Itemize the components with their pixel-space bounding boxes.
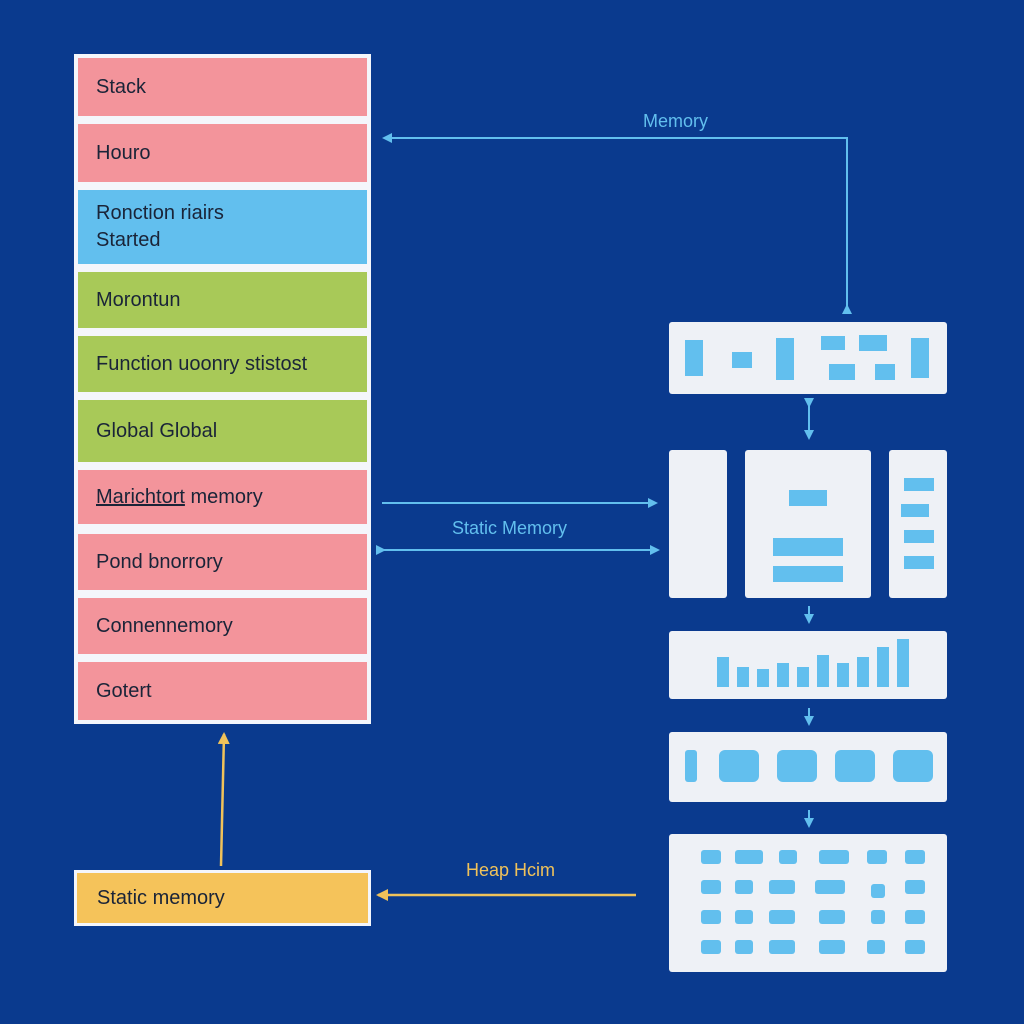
- stack-segment: Stack: [78, 58, 367, 116]
- heap-cell: [819, 850, 849, 864]
- segment-label: Houro: [96, 141, 151, 164]
- static-to-stack-connector: [217, 732, 230, 867]
- segment-label: Morontun: [96, 288, 181, 311]
- memory-panel-center: [745, 450, 871, 598]
- memory-panel-blocks: [669, 732, 947, 802]
- memory-panel-left: [669, 450, 727, 598]
- memory-panel-top: [669, 322, 947, 394]
- bar-block: [837, 663, 849, 687]
- heap-cell: [769, 940, 795, 954]
- memory-panel-right: [889, 450, 947, 598]
- stack-segment: Global Global: [78, 400, 367, 462]
- memory-block: [835, 750, 875, 782]
- heap-cell: [819, 910, 845, 924]
- memory-connector: [382, 133, 852, 314]
- segment-label: Function uoonry stistost: [96, 352, 308, 375]
- memory-block: [719, 750, 759, 782]
- bar-block: [777, 663, 789, 687]
- memory-panel-bars: [669, 631, 947, 699]
- heap-cell: [735, 910, 753, 924]
- memory-block: [789, 490, 827, 506]
- heap-cell: [769, 910, 795, 924]
- memory-block: [904, 478, 934, 491]
- bar-block: [857, 657, 869, 687]
- heap-cell: [701, 940, 721, 954]
- memory-block: [829, 364, 855, 380]
- memory-block: [893, 750, 933, 782]
- memory-block: [859, 335, 887, 351]
- heap-cell: [701, 910, 721, 924]
- heap-cell: [905, 940, 925, 954]
- memory-block: [821, 336, 845, 350]
- segment-label: Ronction riairs: [96, 202, 224, 224]
- bar-block: [877, 647, 889, 687]
- heap-cell: [769, 880, 795, 894]
- bar-block: [757, 669, 769, 687]
- heap-cell: [735, 850, 763, 864]
- stack-segment: Morontun: [78, 272, 367, 328]
- heap-cell: [779, 850, 797, 864]
- memory-block: [901, 504, 929, 517]
- segment-label: Global Global: [96, 419, 218, 442]
- memory-block: [773, 538, 843, 556]
- memory-block: [732, 352, 752, 368]
- memory-block: [911, 338, 929, 378]
- heap-cell: [905, 850, 925, 864]
- bar-block: [817, 655, 829, 687]
- underlined-prefix: Marichtort: [96, 485, 185, 508]
- heap-cell: [905, 910, 925, 924]
- segment-label: Started: [96, 229, 161, 251]
- segment-label: Marichtort memory: [96, 485, 263, 508]
- stack-segment: Marichtort memory: [78, 470, 367, 524]
- memory-block: [904, 530, 934, 543]
- static-memory-arrow-label: Static Memory: [452, 518, 568, 538]
- bar-block: [797, 667, 809, 687]
- memory-block: [685, 340, 703, 376]
- memory-arrow-label: Memory: [643, 111, 709, 131]
- heap-cell: [871, 910, 885, 924]
- memory-block: [773, 566, 843, 582]
- heap-panel-grid: [669, 834, 947, 972]
- memory-block: [904, 556, 934, 569]
- heap-cell: [867, 850, 887, 864]
- stack-segment: Pond bnorrory: [78, 534, 367, 590]
- stack-segment: Connennemory: [78, 598, 367, 654]
- heap-cell: [701, 880, 721, 894]
- heap-cell: [735, 940, 753, 954]
- bar-block: [897, 639, 909, 687]
- heap-cell: [905, 880, 925, 894]
- stack-segment: Houro: [78, 124, 367, 182]
- memory-block: [777, 750, 817, 782]
- segment-label: Connennemory: [96, 614, 233, 637]
- segment-label: Pond bnorrory: [96, 550, 223, 573]
- bar-block: [717, 657, 729, 687]
- segment-label: Gotert: [96, 679, 152, 702]
- heap-cell: [815, 880, 845, 894]
- static-memory-label: Static memory: [97, 886, 225, 909]
- stack-segment: Function uoonry stistost: [78, 336, 367, 392]
- heap-cell: [867, 940, 885, 954]
- memory-block: [776, 338, 794, 380]
- segment-label: Stack: [96, 75, 147, 98]
- heap-arrow-label: Heap Hcim: [466, 860, 556, 880]
- memory-block: [875, 364, 895, 380]
- heap-cell: [735, 880, 753, 894]
- heap-cell: [701, 850, 721, 864]
- heap-cell: [871, 884, 885, 898]
- heap-cell: [819, 940, 845, 954]
- memory-block: [685, 750, 697, 782]
- stack-segment: Gotert: [78, 662, 367, 720]
- bar-block: [737, 667, 749, 687]
- static-memory-box: Static memory: [74, 870, 371, 926]
